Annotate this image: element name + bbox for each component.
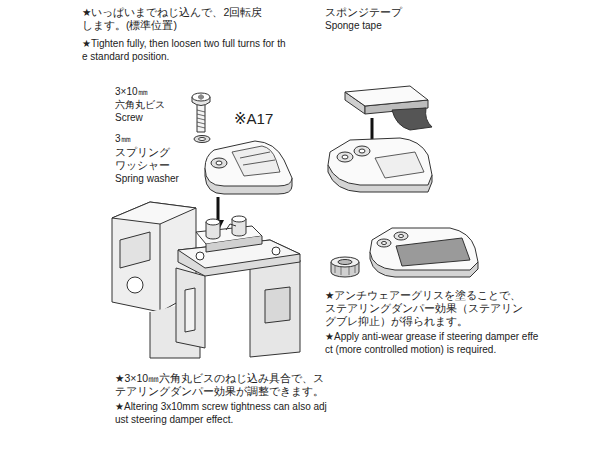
part-name: Screw: [115, 112, 185, 125]
instruction-note: ★Apply anti-wear grease if steering damp…: [325, 331, 543, 356]
part-name: 六角丸ビス: [115, 99, 185, 112]
part-name: Spring washer: [115, 173, 195, 186]
instruction-note: ★いっぱいまでねじ込んで、2回転戻します。(標準位置): [82, 6, 267, 32]
part-plate-with-sponge: [370, 228, 478, 277]
part-a17: [205, 141, 292, 194]
part-name: Sponge tape: [325, 20, 445, 33]
screw-drawing: [192, 93, 210, 132]
instruction-note: ★Altering 3x10mm screw tightness can als…: [115, 401, 330, 426]
part-plate: [328, 138, 432, 192]
sponge-tape-drawing: [345, 86, 432, 130]
chassis-drawing: [112, 202, 300, 358]
part-size: 3㎜: [115, 133, 175, 146]
instruction-note: ★3×10㎜六角丸ビスのねじ込み具合で、ステアリングダンパー効果が調整できます。: [115, 372, 330, 398]
part-number: ※A17: [234, 110, 304, 129]
washer-drawing: [194, 136, 210, 143]
left-assembly: [112, 93, 300, 358]
instruction-note: ★Tighten fully, then loosen two full tur…: [82, 38, 287, 63]
right-assembly: [328, 86, 478, 277]
part-name: スポンジテープ: [325, 6, 445, 19]
part-size: 3×10㎜: [115, 86, 185, 99]
instruction-note: ★アンチウェアーグリスを塗ることで、ステアリングダンパー効果（ステアリングブレ抑…: [325, 289, 525, 328]
grease-bushing: [331, 257, 359, 277]
part-name: スプリングワッシャー: [115, 146, 171, 172]
